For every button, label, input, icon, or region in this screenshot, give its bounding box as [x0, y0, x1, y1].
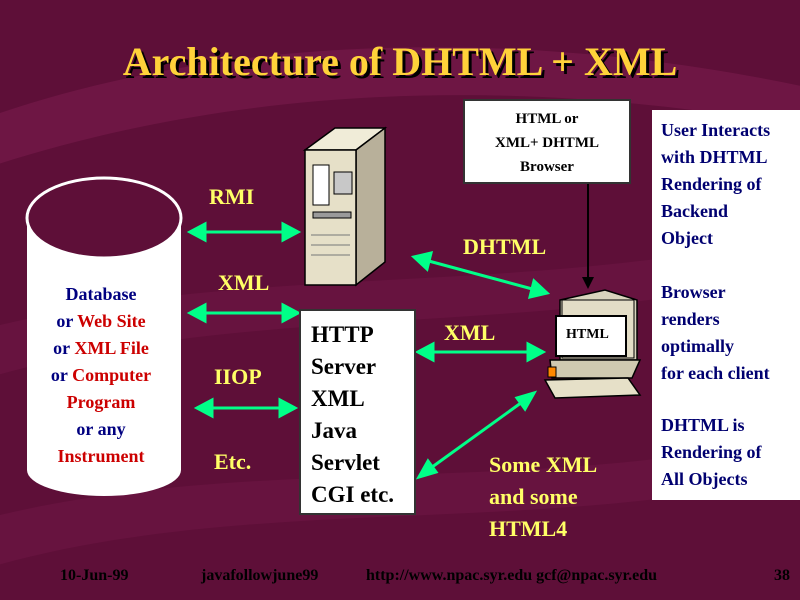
- some-xml-text: Some XML and some HTML4: [489, 449, 597, 545]
- browser-line2: XML+ DHTML: [495, 135, 599, 151]
- server-tower-icon: [302, 126, 388, 287]
- database-text: Database or Web Site or XML File or Comp…: [34, 281, 168, 470]
- sidebar-text: All Objects: [661, 469, 748, 489]
- http-line4: Java: [311, 418, 357, 443]
- some-xml-line3: HTML4: [489, 516, 568, 541]
- sidebar-text: Browser: [661, 282, 726, 302]
- some-xml-line1: Some XML: [489, 452, 598, 477]
- screen-html-label: HTML: [566, 327, 609, 342]
- http-line3: XML: [311, 386, 365, 411]
- http-line6: CGI etc.: [311, 482, 395, 507]
- database-line5: Program: [66, 392, 136, 412]
- database-line4b: Computer: [72, 365, 152, 385]
- title-part2: DHTML + XML: [392, 39, 678, 84]
- http-line5: Servlet: [311, 450, 380, 475]
- label-rmi: RMI: [209, 184, 255, 209]
- database-line2a: or: [56, 311, 78, 331]
- http-server-box: HTTP Server XML Java Servlet CGI etc.: [299, 309, 416, 515]
- some-xml-line2: and some: [489, 484, 578, 509]
- database-cylinder: [25, 176, 183, 496]
- sidebar-text: Backend: [661, 201, 729, 221]
- sidebar-text: optimally: [661, 336, 735, 356]
- green-arrows: [186, 221, 551, 480]
- computer-icon: [543, 289, 642, 399]
- sidebar-text: Rendering of: [661, 174, 762, 194]
- database-line6: or any: [76, 419, 126, 439]
- background-swoosh: [0, 234, 800, 375]
- label-etc: Etc.: [214, 449, 252, 474]
- title-part1: Architecture of: [122, 39, 393, 84]
- sidebar-text: for each client: [661, 363, 770, 383]
- sidebar-text: renders: [661, 309, 720, 329]
- browser-line1: HTML or: [515, 111, 579, 127]
- sidebar-text: User Interacts: [661, 120, 771, 140]
- sidebar-text: Rendering of: [661, 442, 762, 462]
- footer-page-number: 38: [774, 567, 790, 584]
- sidebar-text: with DHTML: [661, 147, 768, 167]
- label-xml-mid: XML: [444, 320, 496, 345]
- database-line1: Database: [65, 284, 137, 304]
- sidebar-block-interacts: User Interacts with DHTML Rendering of B…: [661, 117, 770, 252]
- database-line2b: Web Site: [77, 311, 146, 331]
- sidebar-text: Object: [661, 228, 713, 248]
- sidebar-block-renders: Browser renders optimally for each clien…: [661, 279, 770, 387]
- page-title: Architecture of DHTML + XML: [0, 38, 800, 85]
- http-line1: HTTP: [311, 322, 374, 347]
- sidebar-panel: [652, 110, 800, 500]
- sidebar-block-rendering: DHTML is Rendering of All Objects: [661, 412, 762, 493]
- database-line4a: or: [50, 365, 73, 385]
- sidebar-text: DHTML is: [661, 415, 745, 435]
- browser-line3: Browser: [520, 159, 574, 175]
- http-line2: Server: [311, 354, 377, 379]
- footer-url: http://www.npac.syr.edu gcf@npac.syr.edu: [366, 567, 658, 584]
- footer-date: 10-Jun-99: [60, 567, 129, 584]
- label-xml-left: XML: [218, 270, 270, 295]
- label-iiop: IIOP: [214, 364, 262, 389]
- database-line3b: XML File: [74, 338, 149, 358]
- footer-name: javafollowjune99: [201, 567, 319, 584]
- background-swoosh: [0, 47, 800, 164]
- browser-box: HTML or XML+ DHTML Browser: [463, 99, 631, 184]
- database-line3a: or: [53, 338, 75, 358]
- label-dhtml: DHTML: [463, 234, 547, 259]
- database-line7: Instrument: [57, 446, 145, 466]
